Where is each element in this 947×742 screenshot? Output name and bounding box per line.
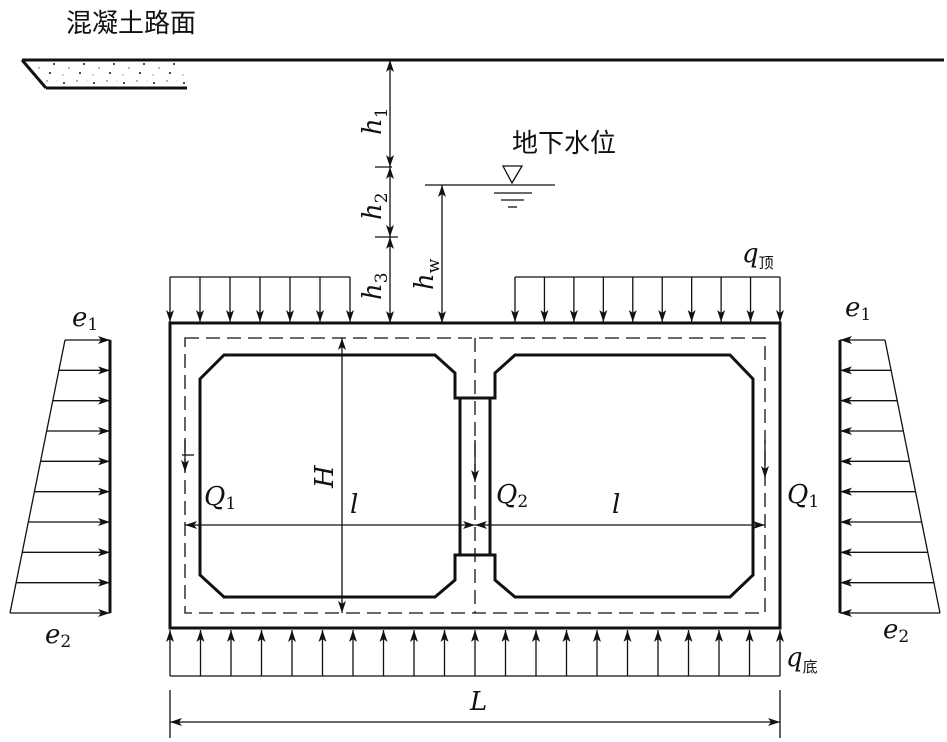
label-Q1-right: Q1 [787, 480, 819, 512]
label-hw: hw [410, 258, 444, 290]
svg-text:hw: hw [410, 258, 444, 290]
culvert-outer-wall [168, 321, 782, 630]
label-h2: h2 [358, 192, 392, 220]
label-l-left: l [350, 490, 358, 520]
pavement [20, 58, 944, 90]
bottom-load [166, 630, 784, 677]
label-q-top: q顶 [742, 239, 774, 272]
L-dimension [169, 690, 781, 738]
label-e2-left: e2 [45, 620, 71, 652]
right-earth-pressure [838, 336, 941, 617]
svg-text:H: H [310, 464, 340, 489]
pavement-title: 混凝土路面 [66, 9, 196, 39]
svg-text:h1: h1 [358, 107, 392, 135]
label-e1-right: e1 [845, 293, 871, 325]
depth-dimension [375, 60, 398, 323]
top-load [166, 276, 784, 322]
left-earth-pressure [9, 336, 112, 617]
water-level-label: 地下水位 [512, 129, 616, 159]
label-l-right: l [612, 490, 620, 520]
label-q-bottom: q底 [786, 643, 818, 676]
label-H: H [310, 464, 340, 489]
svg-text:h3: h3 [358, 272, 392, 300]
svg-text:h2: h2 [358, 192, 392, 220]
label-h1: h1 [358, 107, 392, 135]
water-level-symbol [425, 165, 555, 208]
right-cell [488, 353, 755, 599]
label-Q2: Q2 [496, 480, 528, 512]
label-h3: h3 [358, 272, 392, 300]
label-Q1-left: Q1 [204, 482, 236, 514]
label-e1-left: e1 [72, 303, 98, 335]
label-e2-right: e2 [883, 615, 909, 647]
left-cell [198, 353, 462, 599]
label-L: L [469, 687, 487, 717]
